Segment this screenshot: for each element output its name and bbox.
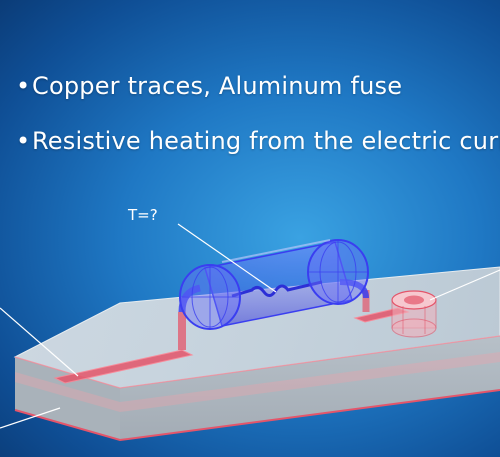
- pcb-board: [13, 266, 500, 442]
- bullet-copper-traces: •Copper traces, Aluminum fuse: [16, 72, 402, 100]
- bullet-marker: •: [16, 72, 31, 100]
- bullet-marker: •: [16, 127, 31, 155]
- callout-lines: [0, 223, 500, 429]
- copper-trace-left: [53, 312, 194, 384]
- bullet-text: Resistive heating from the electric curr…: [32, 127, 500, 155]
- bullet-text: Copper traces, Aluminum fuse: [32, 72, 403, 100]
- connector-pad: [391, 290, 437, 338]
- aluminum-fuse: [179, 239, 369, 330]
- bullet-resistive-heating: •Resistive heating from the electric cur…: [16, 127, 500, 155]
- temperature-callout-label: T=?: [127, 206, 158, 224]
